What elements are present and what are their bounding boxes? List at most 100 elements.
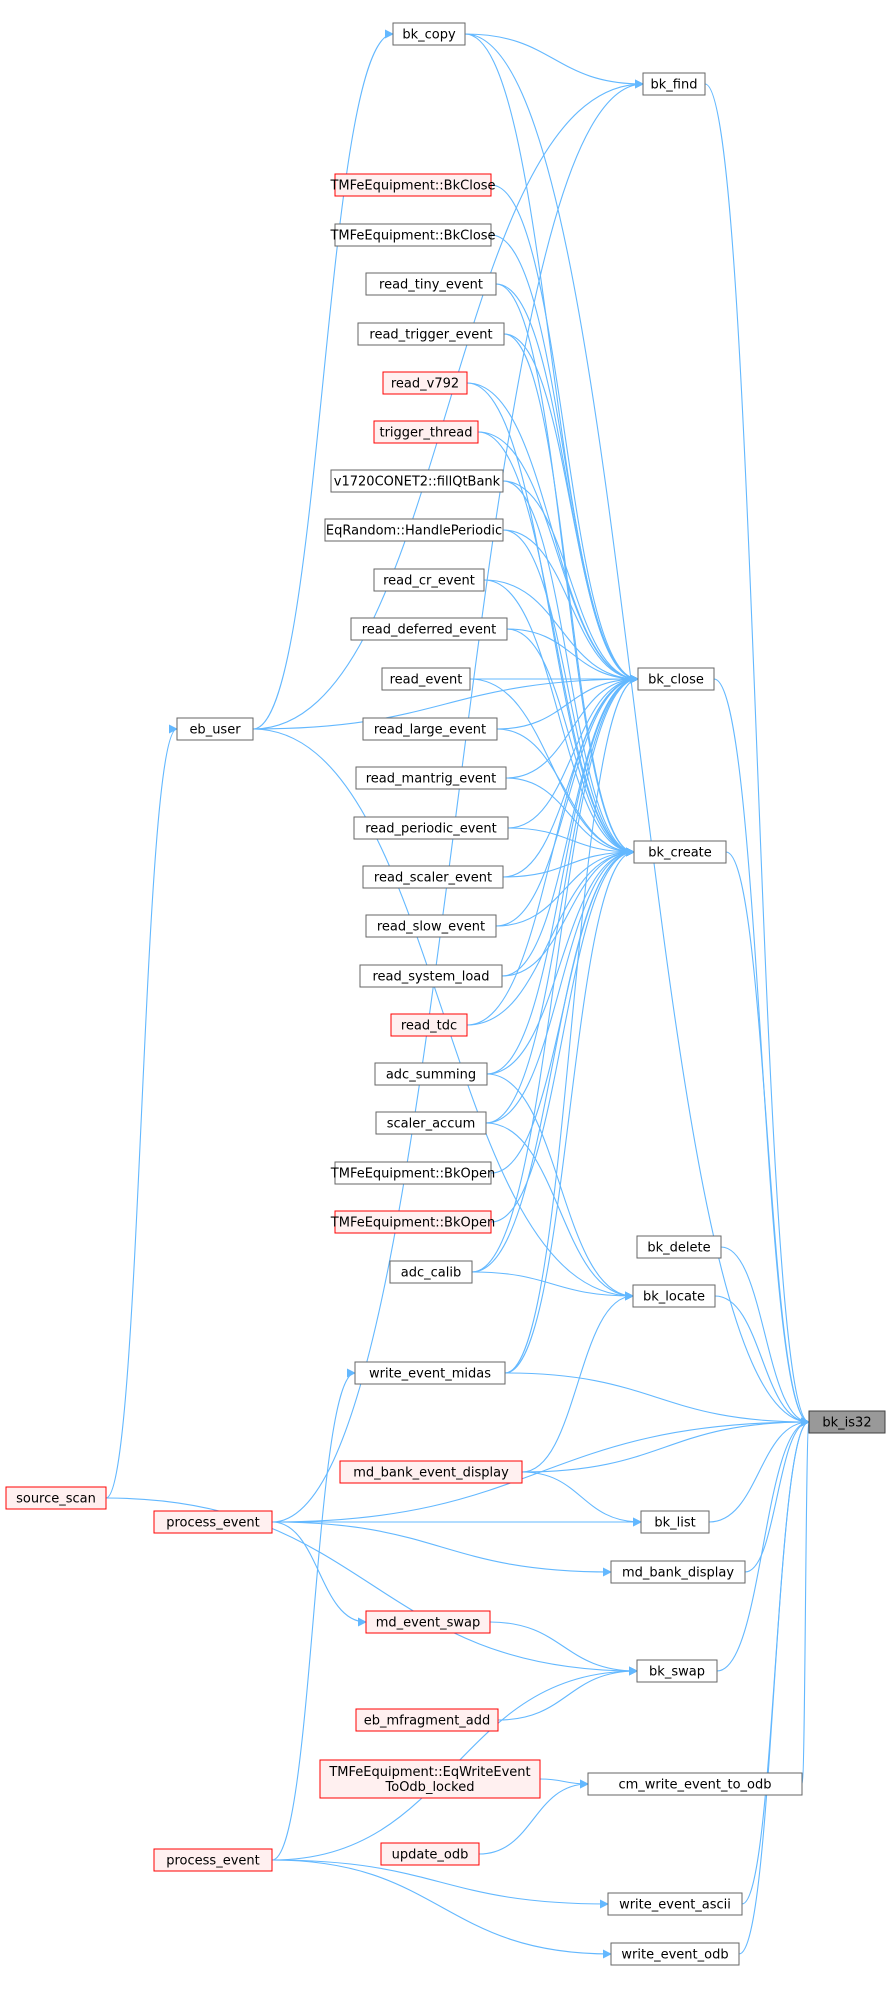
node-label: v1720CONET2::fillQtBank	[334, 475, 501, 490]
node-tmfe-bkopen-1[interactable]: TMFeEquipment::BkOpen	[330, 1161, 495, 1185]
node-bk-locate[interactable]: bk_locate	[632, 1284, 716, 1308]
node-label: read_periodic_event	[365, 822, 496, 837]
edge-bk_delete-to-bk_is32	[720, 1246, 810, 1427]
node-box	[339, 1460, 523, 1484]
edge-process_event_2-to-write_event_midas	[271, 1368, 356, 1861]
node-read-slow-event[interactable]: read_slow_event	[365, 914, 497, 938]
node-read-mantrig-event[interactable]: read_mantrig_event	[355, 766, 507, 790]
edge-v1720-to-bk_close	[502, 480, 639, 684]
node-label: read_scaler_event	[374, 871, 492, 886]
node-box	[381, 667, 471, 691]
node-process-event-2[interactable]: process_event	[153, 1848, 273, 1872]
edge-md_bank_event_display-to-bk_list	[521, 1471, 642, 1527]
node-read-event[interactable]: read_event	[381, 667, 471, 691]
node-read-scaler-event[interactable]: read_scaler_event	[362, 865, 504, 889]
node-eqrandom[interactable]: EqRandom::HandlePeriodic	[324, 518, 504, 542]
node-bk-copy[interactable]: bk_copy	[392, 22, 466, 46]
node-label: read_system_load	[372, 970, 489, 985]
node-trigger-thread[interactable]: trigger_thread	[373, 420, 479, 444]
node-box	[389, 1260, 473, 1284]
node-box	[380, 1842, 480, 1866]
edge-read_deferred_event-to-bk_close	[506, 628, 639, 684]
node-bk-find[interactable]: bk_find	[642, 72, 706, 96]
node-write-event-ascii[interactable]: write_event_ascii	[607, 1892, 743, 1916]
node-bk-close[interactable]: bk_close	[637, 667, 715, 691]
node-label: write_event_odb	[621, 1948, 728, 1963]
node-read-tiny-event[interactable]: read_tiny_event	[365, 272, 497, 296]
edge-eb_mfragment_add-to-bk_swap	[497, 1666, 638, 1721]
node-read-cr-event[interactable]: read_cr_event	[373, 568, 485, 592]
node-read-v792[interactable]: read_v792	[382, 371, 468, 395]
node-update-odb[interactable]: update_odb	[380, 1842, 480, 1866]
node-box	[587, 1772, 803, 1796]
node-box	[636, 1235, 722, 1259]
node-tmfe-bkclose-1[interactable]: TMFeEquipment::BkClose	[329, 173, 496, 197]
node-md-bank-event-display[interactable]: md_bank_event_display	[339, 1460, 523, 1484]
edge-adc_calib-to-bk_locate	[471, 1271, 634, 1301]
edge-bk_locate-to-bk_is32	[714, 1295, 810, 1427]
node-label: cm_write_event_to_odb	[618, 1778, 771, 1793]
node-box	[382, 371, 468, 395]
node-read-periodic-event[interactable]: read_periodic_event	[353, 816, 509, 840]
node-read-trigger-event[interactable]: read_trigger_event	[357, 322, 505, 346]
node-adc-calib[interactable]: adc_calib	[389, 1260, 473, 1284]
node-label: read_event	[390, 673, 463, 688]
node-read-large-event[interactable]: read_large_event	[362, 717, 498, 741]
edge-eqrandom-to-bk_close	[502, 529, 639, 684]
node-box	[610, 1560, 746, 1584]
node-label: ToOdb_locked	[385, 1780, 475, 1795]
edge-write_event_midas-to-bk_is32	[504, 1372, 810, 1427]
edge-read_trigger_event-to-bk_create	[503, 333, 635, 857]
node-label: TMFeEquipment::EqWriteEvent	[328, 1765, 530, 1780]
node-bk-delete[interactable]: bk_delete	[636, 1235, 722, 1259]
node-tmfe-bkopen-2[interactable]: TMFeEquipment::BkOpen	[330, 1210, 495, 1234]
edge-read_large_event-to-bk_create	[496, 728, 635, 857]
node-box	[334, 1210, 492, 1234]
node-label: scaler_accum	[387, 1117, 476, 1132]
node-label: read_trigger_event	[369, 328, 492, 343]
node-process-event-1[interactable]: process_event	[153, 1510, 273, 1534]
node-bk-list[interactable]: bk_list	[640, 1510, 710, 1534]
node-adc-summing[interactable]: adc_summing	[374, 1062, 488, 1086]
node-md-event-swap[interactable]: md_event_swap	[365, 1610, 491, 1634]
node-scaler-accum[interactable]: scaler_accum	[375, 1111, 487, 1135]
node-source-scan[interactable]: source_scan	[5, 1486, 107, 1510]
node-label: write_event_midas	[369, 1367, 491, 1382]
edge-process_event_1-to-bk_is32	[271, 1417, 810, 1523]
node-cm-write-event-to-odb[interactable]: cm_write_event_to_odb	[587, 1772, 803, 1796]
node-md-bank-display[interactable]: md_bank_display	[610, 1560, 746, 1584]
node-label: read_mantrig_event	[366, 772, 496, 787]
edge-eb_user-to-bk_find	[252, 79, 644, 730]
node-label: read_v792	[391, 377, 459, 392]
node-read-system-load[interactable]: read_system_load	[359, 964, 503, 988]
edge-read_tdc-to-bk_close	[466, 674, 639, 1026]
edge-adc_summing-to-bk_close	[486, 674, 639, 1075]
node-bk-is32[interactable]: bk_is32	[808, 1410, 886, 1434]
node-bk-create[interactable]: bk_create	[633, 840, 727, 864]
edge-md_bank_display-to-bk_is32	[744, 1417, 810, 1573]
edge-bk_copy-to-bk_is32	[464, 33, 810, 1427]
node-box	[808, 1410, 886, 1434]
node-eb-mfragment-add[interactable]: eb_mfragment_add	[355, 1708, 499, 1732]
node-bk-swap[interactable]: bk_swap	[636, 1659, 718, 1683]
node-eb-user[interactable]: eb_user	[176, 717, 254, 741]
node-box	[633, 840, 727, 864]
node-box	[365, 272, 497, 296]
edge-process_event_1-to-bk_find	[271, 79, 644, 1523]
edge-read_periodic_event-to-bk_create	[507, 827, 635, 857]
edge-process_event_1-to-md_bank_display	[271, 1521, 612, 1577]
node-read-tdc[interactable]: read_tdc	[390, 1013, 468, 1037]
node-box	[319, 1759, 541, 1799]
edge-tmfe_eqwrite-to-cm_write_event_to_odb	[539, 1778, 589, 1789]
edge-adc_calib-to-bk_create	[471, 847, 635, 1273]
edge-read_cr_event-to-bk_create	[483, 579, 635, 857]
node-tmfe-bkclose-2[interactable]: TMFeEquipment::BkClose	[329, 223, 496, 247]
node-write-event-midas[interactable]: write_event_midas	[354, 1361, 506, 1385]
edge-eb_user-to-bk_locate	[252, 728, 634, 1301]
node-label: md_bank_event_display	[353, 1466, 509, 1481]
node-v1720[interactable]: v1720CONET2::fillQtBank	[330, 469, 504, 493]
node-write-event-odb[interactable]: write_event_odb	[610, 1942, 740, 1966]
node-read-deferred-event[interactable]: read_deferred_event	[350, 617, 508, 641]
